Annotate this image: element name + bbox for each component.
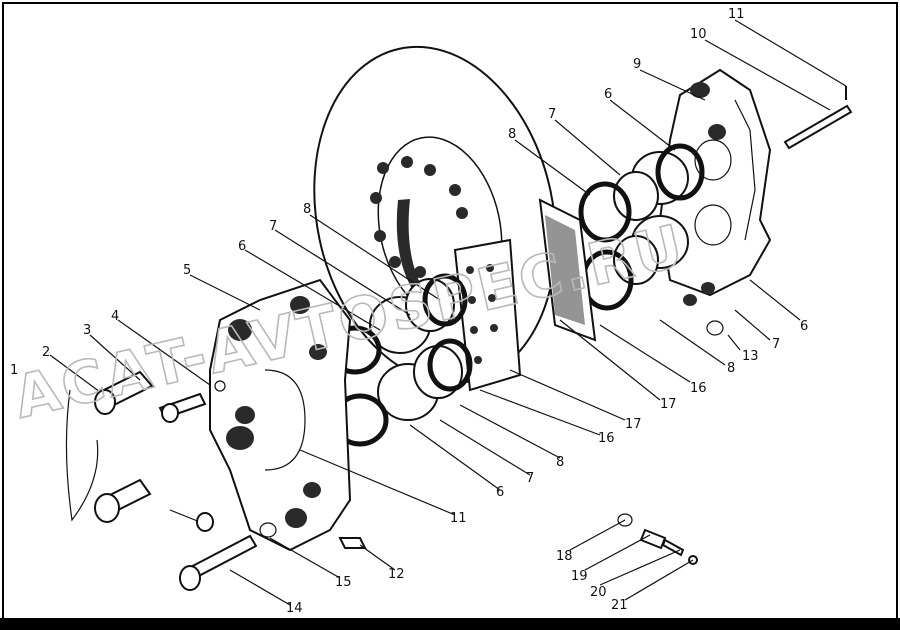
brake-pads (453, 198, 597, 392)
label-7a: 7 (548, 107, 556, 122)
label-6b: 6 (238, 239, 246, 254)
label-9: 9 (633, 57, 641, 72)
label-16b: 16 (598, 431, 615, 446)
label-7c: 7 (772, 337, 780, 352)
label-18: 18 (556, 549, 573, 564)
label-5: 5 (183, 263, 191, 278)
pistons-right (578, 143, 705, 311)
label-15: 15 (335, 575, 352, 590)
label-11a: 11 (728, 7, 745, 22)
caliper-housing-left (209, 278, 352, 552)
label-8a: 8 (508, 127, 516, 142)
bottom-bar (0, 618, 900, 630)
fasteners-left (94, 370, 367, 591)
label-7b: 7 (269, 219, 277, 234)
label-13: 13 (742, 349, 759, 364)
label-20: 20 (590, 585, 607, 600)
label-17a: 17 (660, 397, 677, 412)
label-16a: 16 (690, 381, 707, 396)
label-2: 2 (42, 345, 50, 360)
bleed-nipple (617, 513, 698, 565)
label-8d: 8 (556, 455, 564, 470)
label-3: 3 (83, 323, 91, 338)
label-21: 21 (611, 598, 628, 613)
leader-lines (49, 19, 847, 606)
label-19: 19 (571, 569, 588, 584)
label-12: 12 (388, 567, 405, 582)
label-8b: 8 (303, 202, 311, 217)
guide-pin (783, 86, 853, 150)
label-6a: 6 (604, 87, 612, 102)
label-17b: 17 (625, 417, 642, 432)
label-1: 1 (10, 363, 18, 378)
label-11b: 11 (450, 511, 467, 526)
hose (65, 389, 99, 522)
label-6c: 6 (800, 319, 808, 334)
label-6d: 6 (496, 485, 504, 500)
label-7d: 7 (526, 471, 534, 486)
label-14: 14 (286, 601, 303, 616)
label-8c: 8 (727, 361, 735, 376)
callout-labels: 11 10 9 6 7 8 8 7 6 5 4 3 2 1 6 7 13 8 1… (10, 7, 808, 616)
label-10: 10 (690, 27, 707, 42)
o-ring-13 (706, 320, 724, 336)
label-4: 4 (111, 309, 119, 324)
